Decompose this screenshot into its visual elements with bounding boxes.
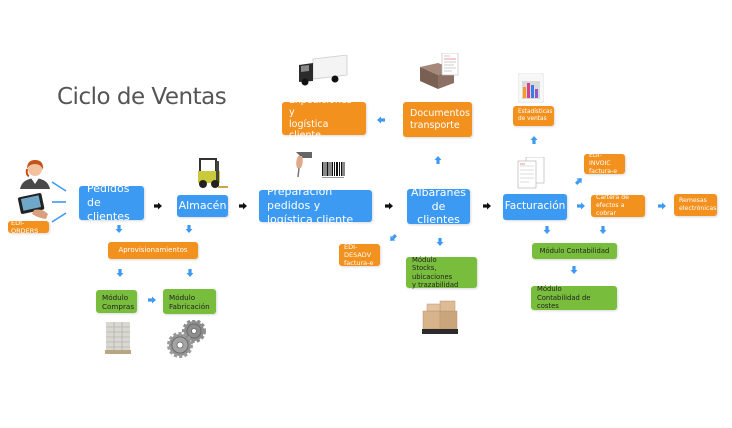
arrow-albaranes-up <box>434 156 442 164</box>
albaranes-line1: Albaranes <box>410 185 467 199</box>
arrow-facturacion-to-cartera <box>577 202 585 210</box>
box-with-document-icon <box>420 53 459 89</box>
preparacion-line1: Preparación pedidos y <box>267 185 333 213</box>
arrow-albaranes-to-stocks <box>436 238 444 246</box>
bar-chart-icon <box>518 73 544 103</box>
edi-orders-box: EDI-ORDERS <box>8 218 49 235</box>
arrow-facturas-to-estadisticas <box>530 136 538 144</box>
customer-service-agent-icon <box>20 160 50 189</box>
modulo-stocks-line2: Stocks, ubicaciones <box>412 264 453 281</box>
cartera-line1: Cartera de <box>596 194 629 202</box>
arrow-pedidos-to-almacen <box>154 202 162 210</box>
preparacion-line2: logística cliente <box>267 212 354 226</box>
arrow-facturacion-to-edi-invoic <box>573 175 585 187</box>
arrow-albaranes-to-edi-desadv <box>387 232 399 244</box>
gears-icon <box>167 320 206 358</box>
arrow-albaranes-to-facturacion <box>483 202 491 210</box>
forklift-icon <box>198 158 228 188</box>
facturacion-box: Facturación <box>503 194 567 220</box>
edi-desadv-line1: EDI-DESADV <box>344 242 372 259</box>
edi-invoic-line1: EDI-INVOIC <box>589 152 611 168</box>
expediciones-line1: Expediciones y <box>289 94 352 118</box>
invoice-documents-icon <box>517 157 545 189</box>
facturacion-label: Facturación <box>504 200 566 213</box>
remesas-line2: electrónicas <box>679 205 717 212</box>
modulo-contabilidad-label: Módulo Contabilidad <box>539 246 610 255</box>
modulo-fabricacion-line1: Módulo <box>169 292 196 302</box>
arrow-contabilidad-to-costes <box>570 266 578 274</box>
edi-invoic-line2: factura-e <box>589 167 618 175</box>
pedidos-line2: de clientes <box>87 196 130 223</box>
documentos-line2: transporte <box>410 119 460 131</box>
edi-orders-label: EDI-ORDERS <box>11 218 39 235</box>
documentos-line1: Documentos <box>410 107 470 119</box>
arrow-cartera-down <box>599 226 607 234</box>
estadisticas-line1: Estadísticas <box>518 108 553 115</box>
modulo-compras-line1: Módulo <box>102 292 129 302</box>
remesas-line1: Remesas <box>679 197 707 205</box>
truck-icon <box>299 55 348 86</box>
aprovisionamientos-label: Aprovisionamientos <box>118 246 188 255</box>
arrow-preparacion-to-albaranes <box>385 202 393 210</box>
arrow-cartera-to-remesas <box>658 202 666 210</box>
input-lines <box>51 181 67 223</box>
estadisticas-line2: de ventas <box>518 116 547 122</box>
almacen-box: Almacén <box>177 195 228 217</box>
modulo-stocks-line3: y trazabilidad <box>412 280 459 289</box>
arrow-facturacion-down <box>543 226 551 234</box>
almacen-label: Almacén <box>178 199 227 213</box>
edi-desadv-line2: factura-e <box>344 259 374 268</box>
modulo-stocks-line1: Módulo <box>412 255 437 264</box>
arrow-compras-to-fabricacion <box>148 296 156 304</box>
arrow-pedidos-down <box>115 225 123 233</box>
pedidos-line1: Pedidos <box>87 182 130 196</box>
sacks-pallet-icon <box>105 322 131 354</box>
modulo-compras-line2: Compras <box>102 301 135 311</box>
arrow-aprov-to-compras <box>116 269 124 277</box>
boxes-pallet-icon <box>422 300 458 334</box>
modulo-costes-line1: Módulo <box>537 285 562 294</box>
barcode-icon <box>322 162 345 178</box>
arrow-almacen-down <box>185 225 193 233</box>
expediciones-line2: logística cliente <box>289 118 329 142</box>
modulo-contabilidad-box: Módulo Contabilidad <box>532 243 617 259</box>
barcode-scanner-icon <box>296 152 312 178</box>
aprovisionamientos-box: Aprovisionamientos <box>108 242 198 259</box>
cartera-line2: efectos a cobrar <box>596 202 625 217</box>
page-title: Ciclo de Ventas <box>57 84 227 110</box>
arrow-documentos-to-expediciones <box>377 116 385 124</box>
tablet-icon <box>17 193 48 219</box>
arrow-aprov-to-fabricacion <box>186 269 194 277</box>
modulo-fabricacion-line2: Fabricación <box>169 301 210 311</box>
albaranes-line2: de clientes <box>417 199 460 227</box>
modulo-costes-line2: Contabilidad de costes <box>537 293 591 311</box>
arrow-almacen-to-preparacion <box>239 202 247 210</box>
